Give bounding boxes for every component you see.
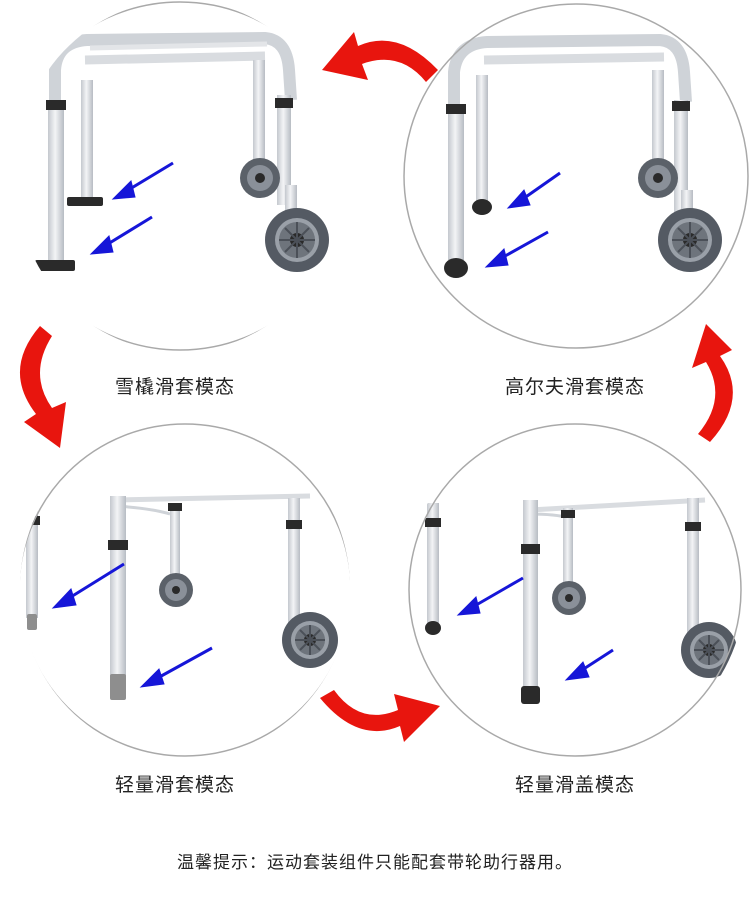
light-cap-rear xyxy=(425,621,441,635)
panel-golf-mode xyxy=(402,0,750,352)
ski-foot-front xyxy=(35,260,75,271)
wheel-front xyxy=(681,622,737,678)
wheel-front xyxy=(658,208,722,272)
golf-foot-front xyxy=(444,258,468,278)
ski-foot-rear xyxy=(67,197,103,206)
blue-pointer-arrow-icon xyxy=(51,562,125,609)
walker-light-sleeve-illustration xyxy=(20,423,350,757)
caption-golf-mode: 高尔夫滑套模态 xyxy=(504,376,645,398)
light-sleeve-rear xyxy=(27,614,37,630)
curved-arrow-icon xyxy=(19,326,67,448)
footer-tip: 温馨提示：运动套装组件只能配套带轮助行器用。 xyxy=(177,853,573,873)
caption-light-sleeve-mode: 轻量滑套模态 xyxy=(114,774,235,796)
panel-light-cap-mode xyxy=(405,418,745,758)
wheel-front xyxy=(282,612,338,668)
blue-pointer-arrow-icon xyxy=(89,215,153,255)
blue-pointer-arrow-icon xyxy=(484,230,549,268)
curved-arrow-icon xyxy=(320,690,440,742)
curved-arrow-icon xyxy=(692,324,733,442)
caption-ski-mode: 雪橇滑套模态 xyxy=(114,376,235,398)
panel-light-sleeve-mode xyxy=(20,418,350,758)
panel-ski-mode xyxy=(15,0,345,352)
blue-pointer-arrow-icon xyxy=(564,648,614,681)
walker-light-cap-illustration xyxy=(408,423,742,757)
walker-golf-illustration xyxy=(403,3,749,349)
wheel-rear xyxy=(240,158,280,198)
blue-pointer-arrow-icon xyxy=(456,576,524,616)
walker-ski-illustration xyxy=(15,1,345,351)
blue-pointer-arrow-icon xyxy=(139,646,213,688)
wheel-rear xyxy=(638,158,678,198)
blue-pointer-arrow-icon xyxy=(111,161,174,200)
curved-arrow-icon xyxy=(322,32,438,82)
wheel-rear xyxy=(552,581,586,615)
wheel-rear xyxy=(159,573,193,607)
light-sleeve-front xyxy=(110,674,126,700)
blue-pointer-arrow-icon xyxy=(506,171,561,209)
caption-light-cap-mode: 轻量滑盖模态 xyxy=(514,774,635,796)
golf-foot-rear xyxy=(472,199,492,215)
light-cap-front xyxy=(521,686,540,704)
wheel-front xyxy=(265,208,329,272)
